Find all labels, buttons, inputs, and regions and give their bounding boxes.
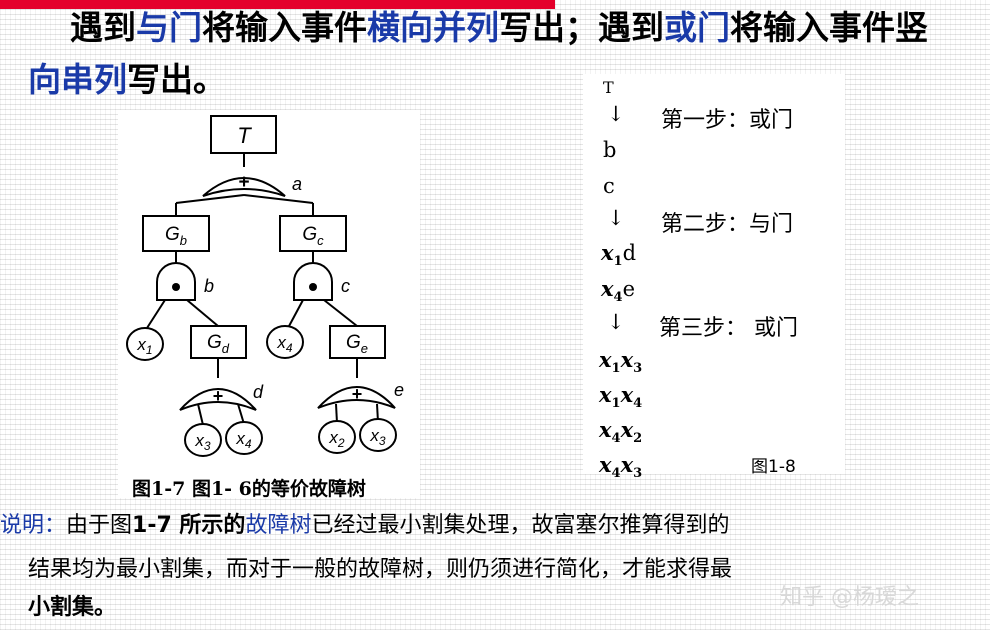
down-arrow: ↓ [607,102,625,126]
fault-tree-panel: T + a Gb Gc b c x1 x4 Gd Ge + d + e x3 x… [118,110,420,498]
watermark: 知乎 @杨瑷之 [780,585,919,610]
heading-line-1: 遇到与门将输入事件横向并列写出；遇到或门将输入事件竖 [70,8,928,48]
gate-b-label: b [204,276,214,296]
cut-set-x4x3: x4x3 [599,452,643,482]
event-gc-box [279,215,347,252]
basic-event-x4 [225,421,263,455]
cut-set-x4x2: x4x2 [599,417,643,447]
top-event-label: T [237,123,252,148]
basic-event-x4-label: x4 [235,429,252,451]
and-gate-b-dot [172,283,180,291]
top-event-box [210,115,277,154]
gate-d-label: d [253,382,264,402]
step-row-b: b [603,138,617,162]
fault-tree-diagram: T + a Gb Gc b c x1 x4 Gd Ge + d + e x3 x… [126,115,404,457]
and-gate-b [156,262,196,301]
gate-a-label: a [292,174,302,194]
description-line-1: 说明：由于图1-7 所示的故障树已经过最小割集处理，故富塞尔推算得到的 [0,508,729,544]
basic-event-x3 [184,423,222,457]
description-label: 说明： [0,513,67,538]
event-gb-box [142,215,210,252]
figure-1-8-label: 图1-8 [751,457,796,477]
or-gate-a [202,177,286,197]
and-gate-c [293,262,333,301]
or-gate-d [179,388,257,411]
basic-event-x4-label: x4 [276,333,293,355]
description-text: 由于图 [66,513,133,538]
heading-text: 将输入事件竖 [730,8,928,47]
event-ge-box [329,325,386,359]
heading-line-2: 向串列写出。 [28,60,226,100]
heading-highlight-series: 向串列 [28,60,127,99]
basic-event-x3-label: x3 [194,431,211,453]
description-figure-ref: 1-7 所示的 [132,513,246,538]
step-2-label: 第二步：与门 [661,212,794,237]
heading-text: 写出。 [127,60,226,99]
step-1-label: 第一步：或门 [661,108,794,133]
basic-event-x4 [266,325,304,359]
basic-event-x3-label: x3 [369,426,386,448]
basic-event-x3 [359,418,397,452]
and-gate-c-dot [309,283,317,291]
derivation-steps-panel: T ↓ 第一步：或门 b c ↓ 第二步：与门 x1d x4e ↓ 第三步： 或… [583,74,845,481]
event-ge-label: Ge [346,332,368,356]
tree-edges [146,153,379,426]
title-accent-bar [0,0,555,9]
heading-highlight-or-gate: 或门 [664,8,730,47]
gate-e-label: e [394,380,404,400]
step-row-c: c [603,174,615,198]
cut-set-x1x3: x1x3 [599,347,643,377]
heading-text: 将输入事件 [202,8,367,47]
heading-text: 写出；遇到 [499,8,664,47]
figure-1-7-caption: 图1-7 图1- 6的等价故障树 [132,478,366,500]
basic-event-x2-label: x2 [328,428,345,450]
heading-text: 遇到 [70,8,136,47]
heading-highlight-and-gate: 与门 [136,8,202,47]
step-top-event: T [603,78,614,97]
basic-event-x1-label: x1 [136,335,152,357]
cut-set-x1x4: x1x4 [599,382,643,412]
step-3-label: 第三步： 或门 [659,316,798,341]
description-line-3: 小割集。 [28,595,117,620]
description-text: 已经过最小割集处理，故富塞尔推算得到的 [311,513,730,538]
or-gate-a-symbol: + [238,172,249,193]
or-gate-e-symbol: + [352,384,363,404]
or-gate-e [317,386,396,409]
down-arrow: ↓ [607,310,625,334]
step-row-x1d: x1d [601,240,637,270]
event-gd-label: Gd [207,332,230,356]
basic-event-x2 [318,420,356,454]
event-gd-box [190,325,247,359]
description-keyword: 故障树 [245,513,312,538]
event-gc-label: Gc [302,224,324,248]
event-gb-label: Gb [165,224,187,248]
gate-c-label: c [341,276,350,296]
heading-highlight-parallel: 横向并列 [367,8,499,47]
or-gate-d-symbol: + [213,386,224,406]
step-row-x4e: x4e [601,276,636,306]
description-line-2: 结果均为最小割集，而对于一般的故障树，则仍须进行简化，才能求得最 [28,557,733,582]
basic-event-x1 [126,327,164,361]
down-arrow: ↓ [607,206,625,230]
